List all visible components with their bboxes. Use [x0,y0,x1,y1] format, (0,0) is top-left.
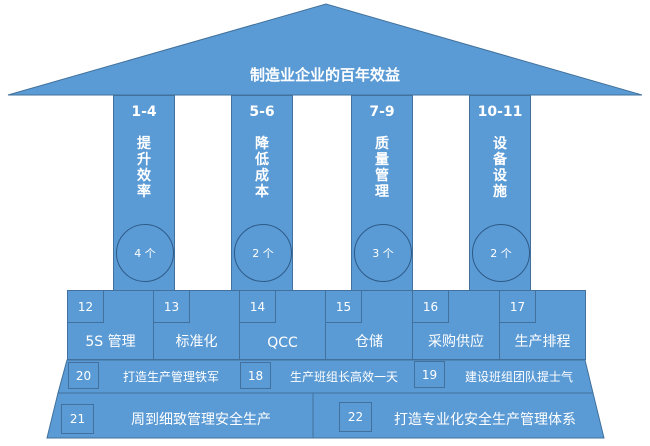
base-cell-standardization: 13 标准化 [153,290,240,360]
base-cell-qcc: 14 QCC [239,290,326,360]
pillar-efficiency: 1-4 提升效率 4 个 [113,95,175,291]
cell-number: 14 [240,291,276,323]
row3-number-22: 22 [339,402,372,432]
row2-label-19: 建设班组团队提士气 [464,370,573,384]
cell-label: 生产排程 [514,334,571,350]
cell-number: 12 [68,291,104,323]
cell-number: 17 [500,291,536,323]
base-cell-procurement: 16 采购供应 [412,290,500,360]
row2-number-20: 20 [68,362,99,389]
base-cell-5s: 12 5S 管理 [67,290,154,360]
roof-triangle [7,3,643,96]
cell-label: QCC [267,335,298,351]
cell-label: 仓储 [355,334,383,350]
cell-number: 16 [413,291,449,323]
pillar-range: 1-4 [131,104,157,120]
base-row3-trapezoid [46,392,605,439]
pillar-title: 提升效率 [137,136,151,200]
pillar-count-circle: 4 个 [116,224,174,282]
pillar-range: 5-6 [249,104,275,120]
row2-number-19: 19 [414,361,445,388]
pillar-count-circle: 3 个 [354,224,412,282]
row3-label-22: 打造专业化安全生产管理体系 [394,412,576,428]
cell-label: 采购供应 [428,334,484,350]
row2-label-20: 打造生产管理铁军 [122,370,219,384]
row2-number-18: 18 [240,362,271,389]
row3-number-21: 21 [61,404,94,434]
row2-label-18: 生产班组长高效一天 [289,370,398,384]
pillar-equipment: 10-11 设备设施 2 个 [469,95,531,291]
roof-title: 制造业企业的百年效益 [249,66,400,84]
pillar-cost-reduction: 5-6 降低成本 2 个 [231,95,293,291]
pillar-title: 降低成本 [255,136,269,200]
pillar-title: 设备设施 [493,136,507,200]
cell-label: 标准化 [175,334,218,350]
cell-label: 5S 管理 [85,334,136,350]
pillar-range: 7-9 [369,104,395,120]
base-cell-scheduling: 17 生产排程 [499,290,586,360]
base-cell-warehouse: 15 仓储 [325,290,413,360]
row3-label-21: 周到细致管理安全生产 [131,412,271,428]
pillar-count-circle: 2 个 [472,224,530,282]
pillar-range: 10-11 [477,104,523,120]
pillar-title: 质量管理 [375,136,389,200]
cell-number: 13 [154,291,190,323]
cell-number: 15 [326,291,362,323]
pillar-quality: 7-9 质量管理 3 个 [351,95,413,291]
pillar-count-circle: 2 个 [234,224,292,282]
